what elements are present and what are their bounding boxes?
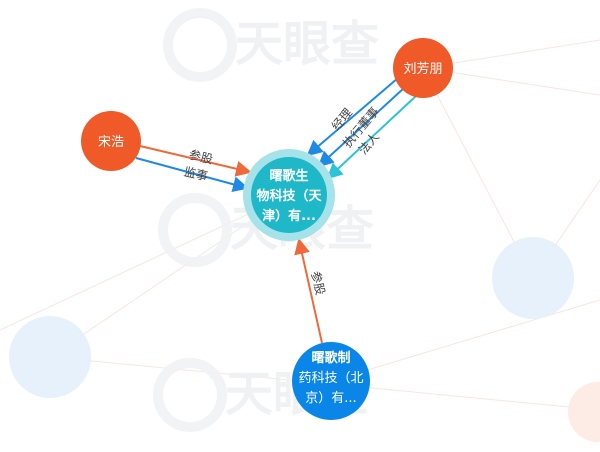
svg-text:津）有...: 津）有... — [262, 208, 316, 224]
faded-node[interactable] — [9, 316, 91, 398]
svg-text:参股: 参股 — [188, 147, 215, 167]
node-person-liu[interactable]: 刘芳朋 — [393, 38, 453, 98]
edge-song-supervisor[interactable]: 监事 — [135, 157, 249, 193]
svg-text:物科技（天: 物科技（天 — [256, 188, 322, 204]
svg-text:曙歌制: 曙歌制 — [311, 350, 350, 366]
edge-song-share[interactable]: 参股 — [139, 145, 252, 177]
svg-text:宋浩: 宋浩 — [98, 135, 124, 150]
faded-node[interactable] — [568, 382, 600, 442]
svg-text:曙歌生: 曙歌生 — [269, 168, 308, 184]
svg-text:刘芳朋: 刘芳朋 — [403, 62, 442, 77]
svg-text:京）有...: 京）有... — [305, 391, 356, 406]
svg-text:参股: 参股 — [308, 270, 328, 297]
svg-text:监事: 监事 — [183, 165, 210, 184]
faded-node[interactable] — [492, 237, 574, 319]
svg-text:天眼查: 天眼查 — [235, 16, 379, 72]
svg-text:药科技（北: 药科技（北 — [298, 371, 363, 386]
node-person-song[interactable]: 宋浩 — [81, 111, 141, 171]
edge-company2-share[interactable]: 参股 — [294, 238, 328, 344]
node-company-beijing[interactable]: 曙歌制 药科技（北 京）有... — [292, 342, 370, 420]
node-center-company[interactable]: 曙歌生 物科技（天 津）有... — [243, 149, 335, 241]
